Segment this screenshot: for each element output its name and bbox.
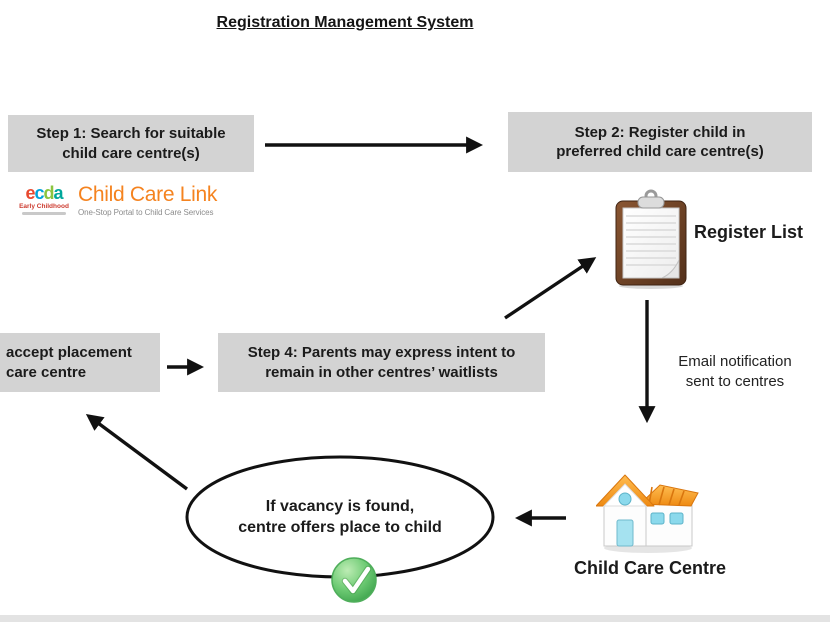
arrow-vacancy-to-step3: [85, 413, 189, 491]
page-title: Registration Management System: [216, 14, 474, 31]
clipboard-icon: [615, 189, 687, 289]
node-step3-partial: accept placement care centre: [0, 333, 160, 392]
node-step1: Step 1: Search for suitable child care c…: [8, 115, 254, 172]
ecda-caption-line2: [22, 212, 66, 215]
ecda-letters: ecda: [16, 184, 72, 202]
child-care-centre-label: Child Care Centre: [573, 558, 727, 578]
house-icon: [596, 474, 699, 553]
check-circle-icon: [331, 557, 377, 603]
email-note: Email notification sent to centres: [678, 353, 792, 391]
bottom-edge-band: [0, 615, 830, 622]
node-step4: Step 4: Parents may express intent to re…: [218, 333, 545, 392]
ecda-logo-icon: ecda Early Childhood: [16, 184, 72, 215]
ecda-letter-e: e: [25, 183, 35, 203]
ecda-caption: Early Childhood: [19, 203, 69, 210]
ecda-letter-a: a: [53, 183, 64, 203]
arrow-step4-to-register-list: [504, 257, 597, 320]
register-list-label: Register List: [694, 222, 804, 242]
logo-brand-text: Child Care Link: [78, 183, 218, 206]
ecda-letter-d: d: [43, 183, 55, 203]
child-care-link-logo: ecda Early Childhood Child Care Link One…: [16, 183, 218, 218]
vacancy-ellipse-label: If vacancy is found, centre offers place…: [238, 498, 442, 536]
ecda-letter-c: c: [34, 183, 44, 203]
node-step2: Step 2: Register child in preferred chil…: [508, 112, 812, 172]
logo-tagline: One-Stop Portal to Child Care Services: [78, 208, 214, 218]
